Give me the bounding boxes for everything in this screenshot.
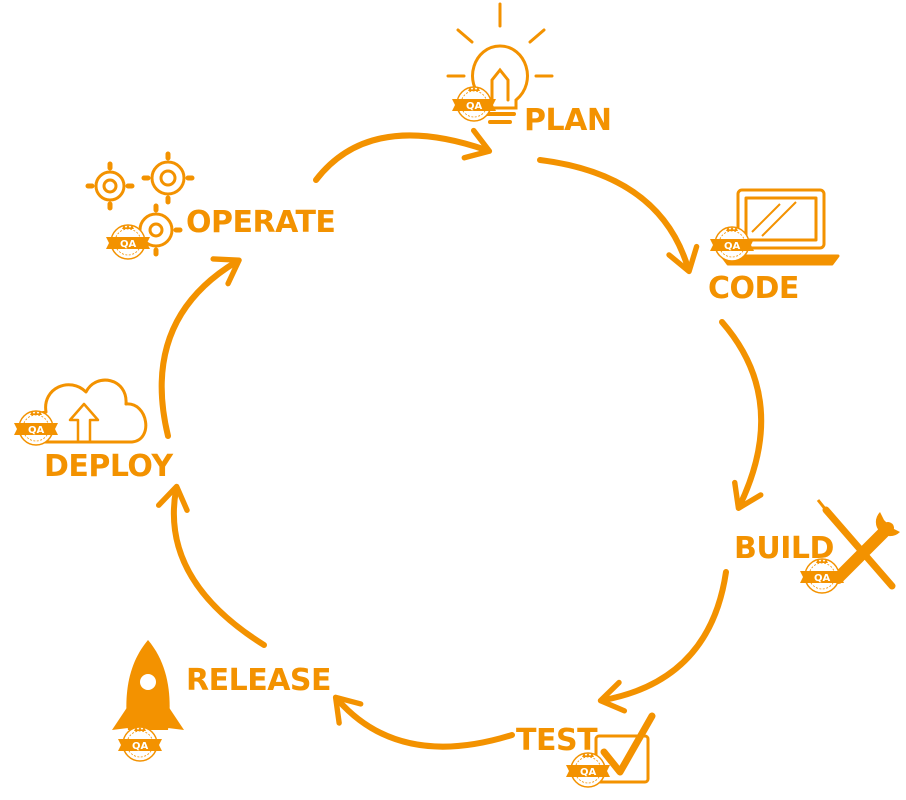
qa-badge-text: QA: [466, 101, 483, 112]
stage-deploy: QA DEPLOY: [13, 378, 175, 484]
stage-build: QA BUILD: [734, 499, 900, 594]
stage-code: QA CODE: [708, 188, 840, 306]
arrow-code-to-build: [719, 319, 765, 511]
stage-label-build: BUILD: [734, 531, 834, 566]
stage-operate: QA OPERATE: [85, 151, 336, 260]
stage-label-release: RELEASE: [186, 663, 331, 698]
arrow-release-to-deploy: [155, 483, 267, 648]
stage-test: QA TEST: [516, 712, 656, 788]
qa-badge-text: QA: [724, 241, 741, 252]
qa-badge-text: QA: [120, 239, 137, 250]
lightbulb-icon: [446, 2, 554, 124]
stage-plan: QA PLAN: [446, 2, 612, 138]
qa-badge-text: QA: [28, 425, 45, 436]
cycle-arrows: [155, 127, 765, 750]
arrow-operate-to-plan: [313, 127, 493, 183]
rocket-icon: [112, 640, 184, 730]
arrow-plan-to-code: [537, 157, 700, 275]
stage-label-code: CODE: [708, 271, 799, 306]
stage-label-plan: PLAN: [524, 103, 611, 138]
stage-label-test: TEST: [516, 723, 598, 758]
qa-badge-text: QA: [580, 767, 597, 778]
laptop-icon: [720, 188, 840, 266]
arrow-deploy-to-operate: [158, 256, 242, 439]
stage-label-operate: OPERATE: [186, 205, 335, 240]
stage-label-deploy: DEPLOY: [44, 449, 174, 484]
wrench-screwdriver-icon: [816, 499, 900, 590]
arrow-test-to-release: [332, 694, 515, 750]
qa-badge-text: QA: [814, 573, 831, 584]
arrow-build-to-test: [597, 569, 729, 714]
qa-badge-text: QA: [132, 741, 149, 752]
stage-release: QA RELEASE: [112, 640, 332, 762]
gears-icon: [85, 151, 195, 257]
